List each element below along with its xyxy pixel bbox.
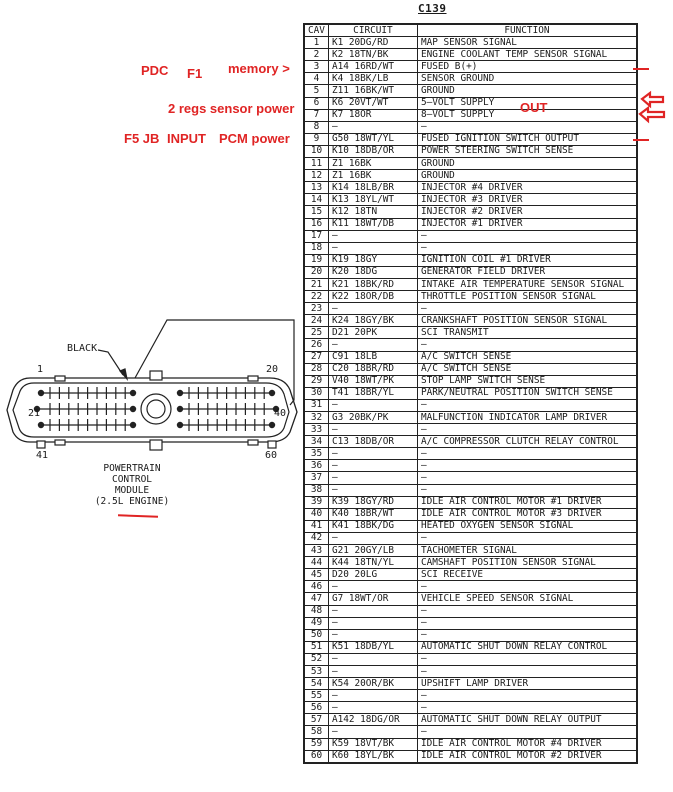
pin-label-60: 60: [265, 450, 278, 461]
annotation-input: INPUT: [167, 131, 206, 146]
table-row: 17——: [304, 229, 637, 243]
annotation-f1: F1: [187, 66, 203, 81]
table-row: 58——: [304, 725, 637, 739]
annotation-regs-sensor-power: 2 regs sensor power: [168, 101, 295, 116]
red-dash-row9: [633, 139, 649, 141]
pin-label-40: 40: [274, 408, 287, 419]
bottom-latch: [149, 439, 163, 451]
black-callout-label: BLACK: [67, 343, 98, 354]
connector-caption: POWERTRAIN CONTROL MODULE (2.5L ENGINE): [62, 463, 202, 507]
connector-title: C139: [418, 2, 447, 15]
annotation-memory: memory >: [228, 61, 290, 76]
top-latch: [149, 370, 163, 381]
red-dash-row3: [633, 68, 649, 70]
table-row: 31——: [304, 398, 637, 413]
circuit-cell: K60 18YL/BK: [327, 749, 418, 763]
center-bolt-outer: [140, 393, 172, 425]
table-row: 53——: [304, 664, 637, 679]
pin-grid: [33, 387, 280, 431]
annotation-out: OUT: [520, 100, 548, 115]
table-row: 46——: [304, 580, 637, 594]
caption-line: POWERTRAIN: [103, 463, 161, 474]
annotation-pcm-power: PCM power: [219, 131, 290, 146]
annotation-pdc: PDC: [141, 63, 169, 78]
black-callout-arrow: [97, 349, 124, 376]
pin-label-20: 20: [266, 364, 279, 375]
caption-line: MODULE: [114, 485, 150, 496]
pin-label-1: 1: [37, 364, 44, 375]
pin-label-21: 21: [28, 408, 41, 419]
center-bolt-inner: [146, 399, 166, 419]
function-cell: IDLE AIR CONTROL MOTOR #2 DRIVER: [416, 749, 637, 763]
connector-inner-shell: [12, 382, 290, 438]
caption-line: CONTROL: [111, 474, 153, 485]
table-row: 8——: [304, 120, 637, 134]
caption-line: (2.5L ENGINE): [94, 496, 170, 507]
annotation-f5jb: F5 JB: [124, 131, 160, 146]
table-header-row: CAV CIRCUIT FUNCTION: [304, 23, 637, 38]
leader-line: [134, 319, 295, 406]
table-row: 48——: [304, 604, 637, 618]
pin-label-41: 41: [36, 450, 49, 461]
